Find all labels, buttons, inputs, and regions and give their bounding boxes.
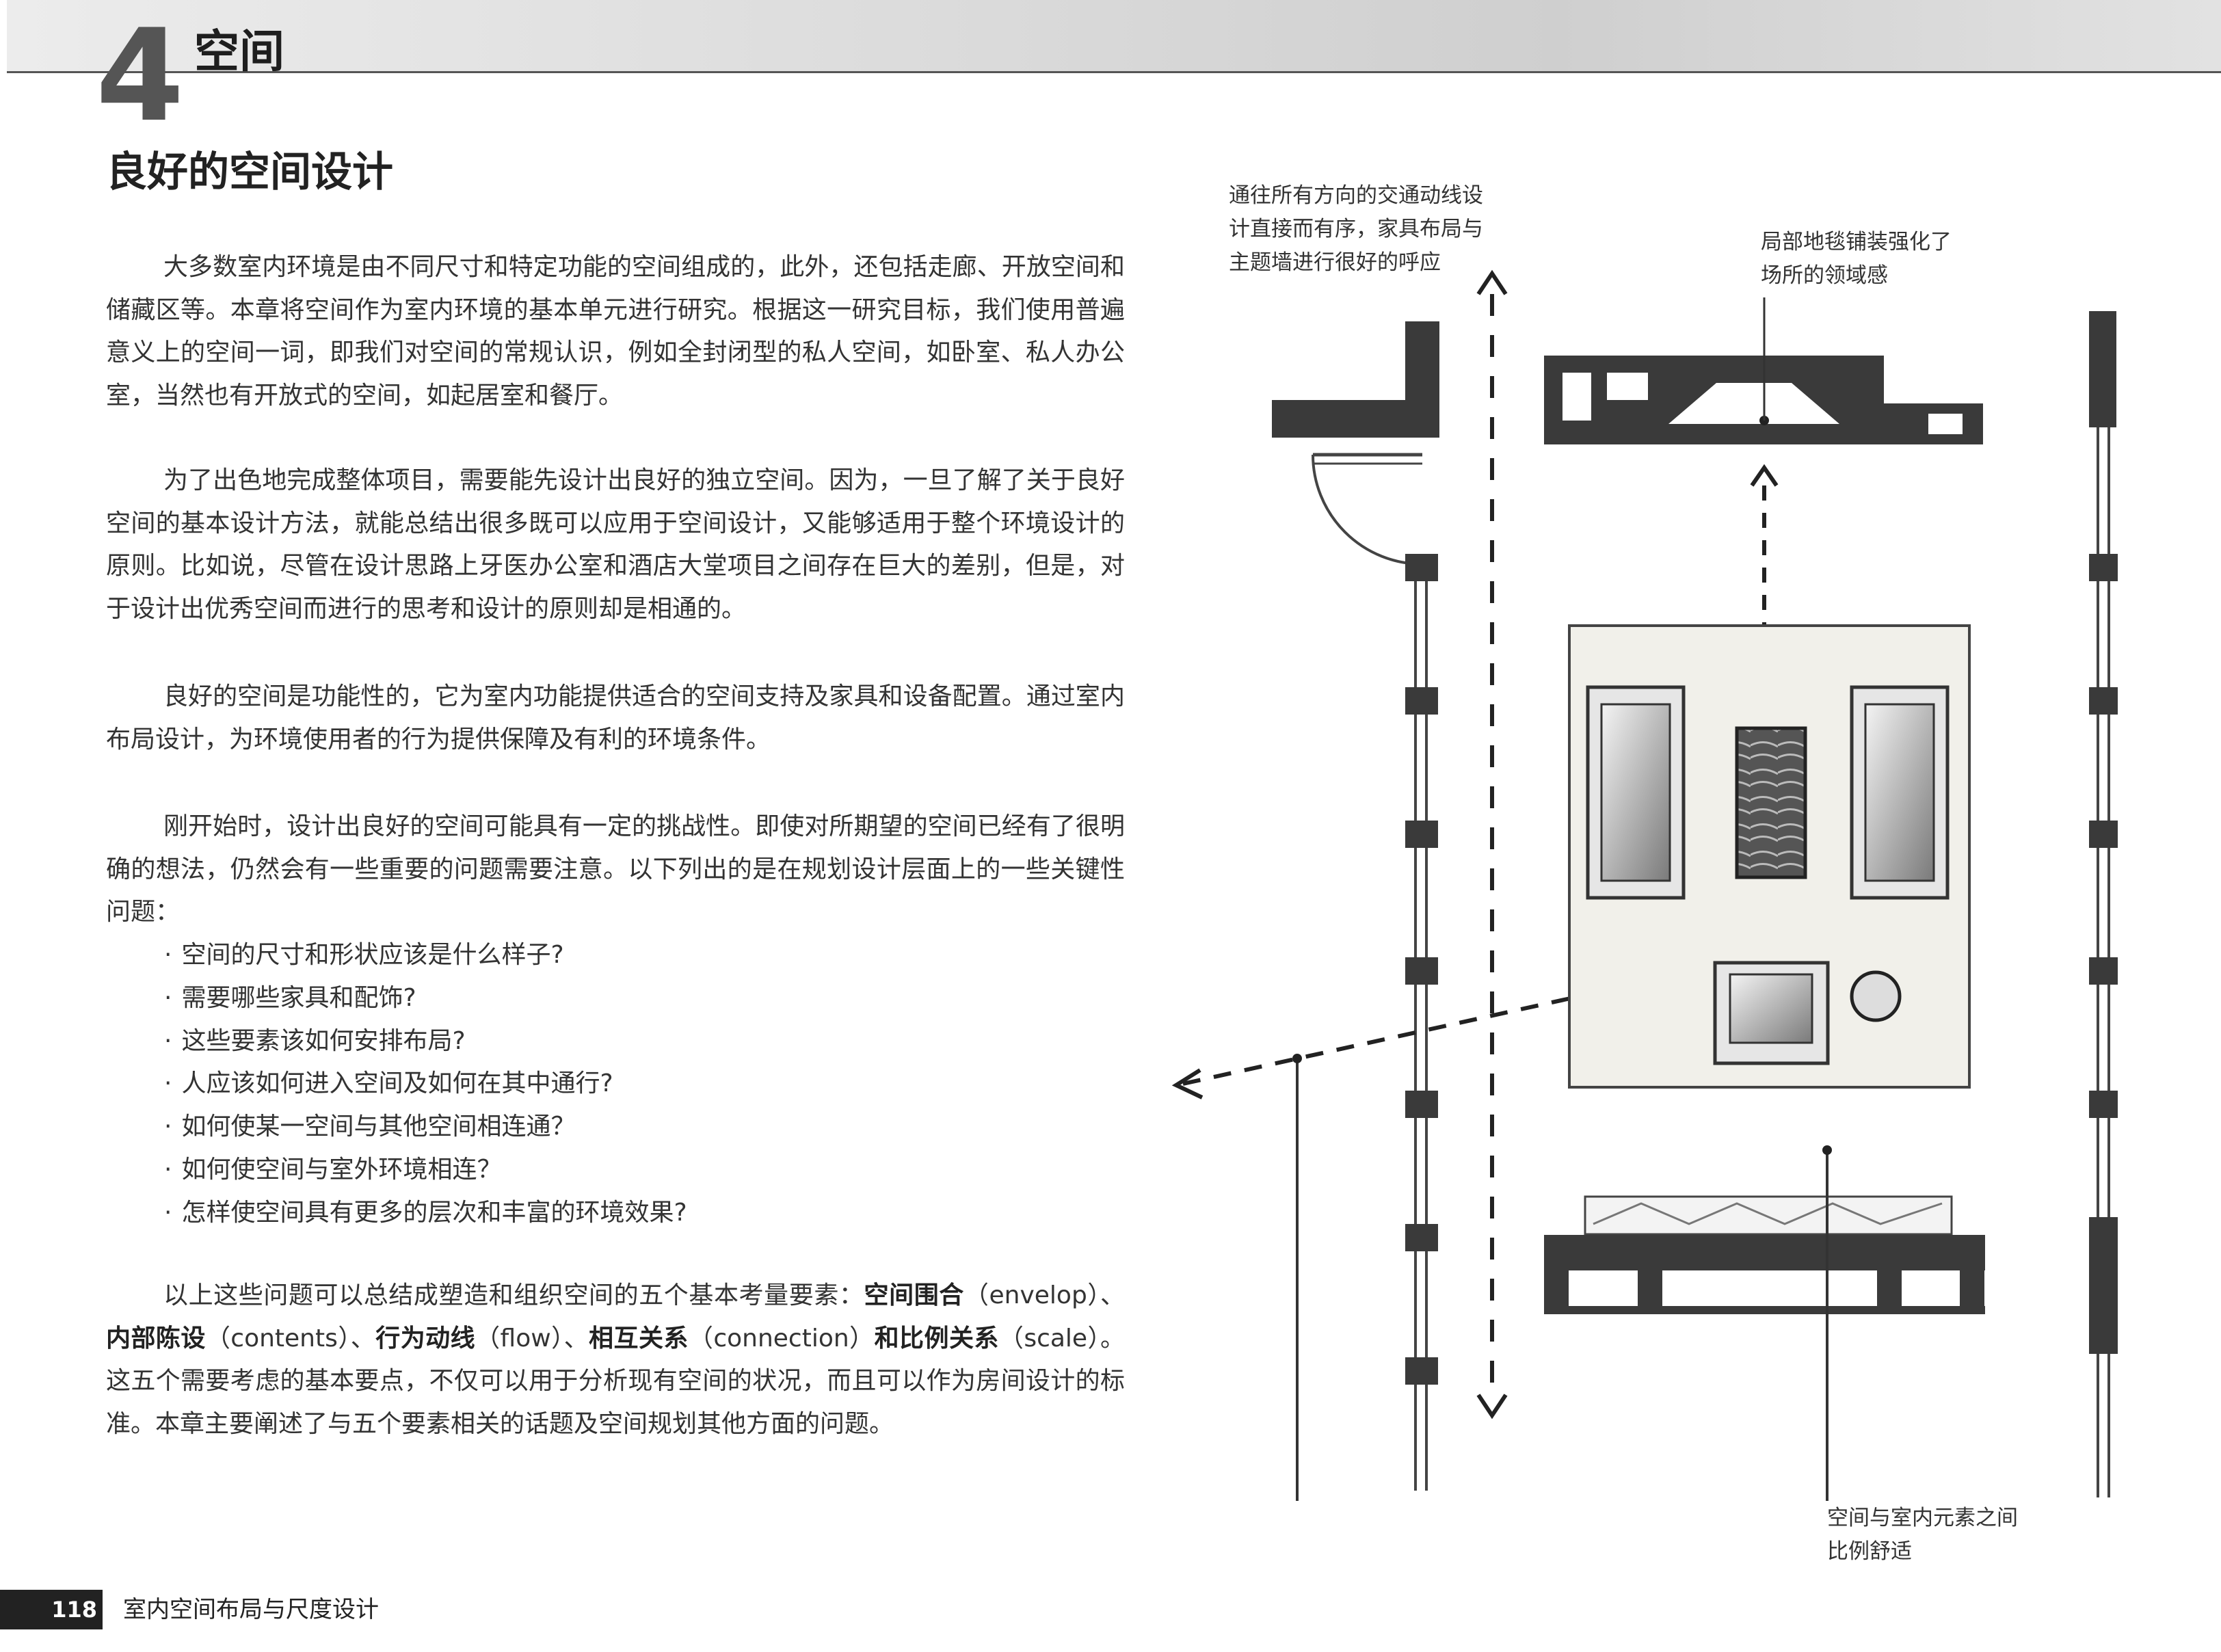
term-scale: 和比例关系 (874, 1324, 999, 1353)
page-number-box: 118 (0, 1590, 103, 1629)
list-item: 如何使某一空间与其他空间相连通？ (164, 1106, 687, 1149)
caption-rug: 局部地毯铺装强化了 场所的领域感 (1761, 230, 1952, 288)
list-item: 这些要素该如何安排布局? (164, 1020, 687, 1063)
console (1544, 1195, 1985, 1314)
term-contents: 内部陈设 (106, 1324, 206, 1353)
list-item: 人应该如何进入空间及如何在其中通行? (164, 1063, 687, 1106)
chapter-number: 4 (96, 1, 184, 150)
chapter-title: 空间 (194, 25, 284, 78)
question-list: 空间的尺寸和形状应该是什么样子? 需要哪些家具和配饰? 这些要素该如何安排布局?… (164, 934, 687, 1235)
list-item: 怎样使空间具有更多的层次和丰富的环境效果? (164, 1192, 687, 1235)
paragraph-2: 为了出色地完成整体项目，需要能先设计出良好的独立空间。因为，一旦了解了关于良好空… (106, 466, 1125, 623)
armchair (1713, 961, 1830, 1065)
door-swing (1312, 453, 1423, 565)
book-title: 室内空间布局与尺度设计 (123, 1596, 379, 1623)
list-item: 如何使空间与室外环境相连？ (164, 1149, 687, 1192)
section-heading: 良好的空间设计 (106, 148, 393, 196)
caption-flow: 通往所有方向的交通动线设 计直接而有序，家具布局与 主题墙进行很好的呼应 (1229, 183, 1483, 275)
paragraph-3: 良好的空间是功能性的，它为室内功能提供适合的空间支持及家具和设备配置。通过室内布… (106, 682, 1125, 754)
coffee-table (1735, 726, 1807, 879)
list-item: 空间的尺寸和形状应该是什么样子? (164, 934, 687, 977)
caption-scale: 空间与室内元素之间 比例舒适 (1827, 1506, 2018, 1564)
term-envelop: 空间围合 (864, 1281, 964, 1309)
right-window-wall (2089, 311, 2118, 1497)
page-number: 118 (51, 1597, 97, 1623)
leader-lines (1292, 297, 1832, 1501)
list-item: 需要哪些家具和配饰? (164, 977, 687, 1020)
side-table (1850, 970, 1902, 1022)
chapter-banner (7, 0, 2221, 73)
paragraph-1: 大多数室内环境是由不同尺寸和特定功能的空间组成的，此外，还包括走廊、开放空间和储… (106, 253, 1125, 410)
term-connection: 相互关系 (589, 1324, 689, 1353)
sofa-left (1586, 685, 1686, 900)
paragraph-5: 以上这些问题可以总结成塑造和组织空间的五个基本考量要素：空间围合（envelop… (106, 1281, 1125, 1438)
sofa-right (1850, 685, 1950, 900)
term-flow: 行为动线 (375, 1324, 476, 1353)
left-wall (1272, 321, 1439, 438)
left-window-wall (1405, 554, 1438, 1491)
paragraph-4: 刚开始时，设计出良好的空间可能具有一定的挑战性。即使对所期望的空间已经有了很明确… (106, 812, 1125, 926)
